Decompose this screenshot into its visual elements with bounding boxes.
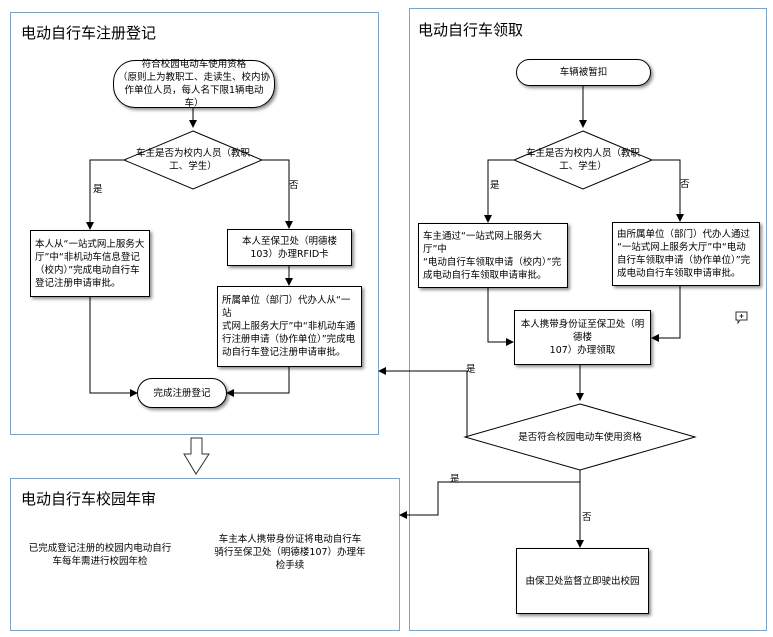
claim-yes-register-label: 是 — [466, 364, 476, 375]
claim-no-label: 否 — [680, 179, 690, 190]
panel-title-inspect: 电动自行车校园年审 — [21, 490, 157, 508]
claim-yes-label: 是 — [490, 180, 500, 191]
claim-decision-text: 车主是否为校内人员（教职 工、学生） — [525, 148, 640, 172]
claim-unit-apply-box: 由所属单位（部门）代办人通过 “一站式网上服务大厅”中“电动 自行车领取申请（协… — [612, 222, 760, 286]
panel-title-claim: 电动自行车领取 — [418, 21, 524, 39]
inspect-procedure-text: 车主本人携带身份证将电动自行车 骑行至保卫处（明德楼107）办理年 检手续 — [214, 533, 366, 571]
claim-start-node: 车辆被暂扣 — [516, 59, 651, 86]
panel-inspect: 电动自行车校园年审 — [10, 478, 400, 631]
inspect-annual-text: 已完成登记注册的校园内电动自行 车每年需进行校园年检 — [28, 543, 172, 567]
claim-yes-inspect-label: 是 — [450, 474, 460, 485]
register-decision-text: 车主是否为校内人员（教职 工、学生） — [135, 148, 250, 172]
claim-pickup-box: 本人携带身份证至保卫处（明德楼 107）办理领取 — [514, 310, 651, 365]
register-yes-label: 是 — [93, 184, 103, 195]
claim-self-apply-box: 车主通过“一站式网上服务大厅”中 “电动自行车领取申请（校内）”完 成电动自行车… — [418, 223, 568, 288]
claim-no-expel-label: 否 — [582, 512, 592, 523]
register-no-label: 否 — [289, 180, 299, 191]
register-end-node: 完成注册登记 — [137, 378, 227, 408]
panel-claim: 电动自行车领取 — [409, 8, 767, 631]
comment-plus-icon[interactable] — [735, 309, 748, 325]
claim-qualify-text: 是否符合校园电动车使用资格 — [518, 431, 642, 443]
register-start-node: 符合校园电动车使用资格 （原则上为教职工、走读生、校内协 作单位人员，每人名下限… — [113, 59, 275, 109]
claim-expel-box: 由保卫处监督立即驶出校园 — [516, 548, 649, 614]
register-self-apply-box: 本人从“一站式网上服务大 厅”中“非机动车信息登记 （校内）”完成电动自行车 登… — [30, 230, 150, 297]
panel-title-register: 电动自行车注册登记 — [21, 24, 157, 42]
register-unit-apply-box: 所属单位（部门）代办人从“一站 式网上服务大厅”中“非机动车通 行注册申请（协作… — [217, 286, 362, 367]
register-rfid-box: 本人至保卫处（明德楼 103）办理RFID卡 — [227, 229, 352, 266]
hollow-down-arrow-icon — [183, 437, 210, 475]
